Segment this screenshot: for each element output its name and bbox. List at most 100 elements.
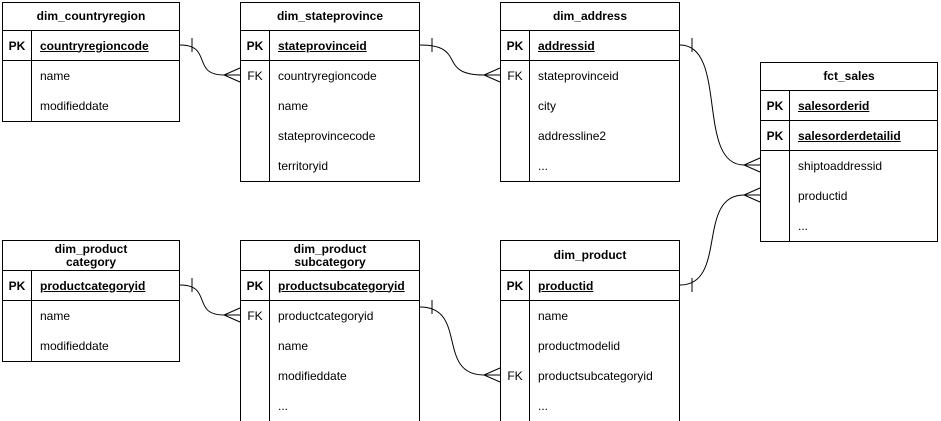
- key-badge: [241, 91, 270, 121]
- table-title: fct_sales: [761, 63, 937, 91]
- table-row: addressline2: [501, 121, 679, 151]
- field-name: salesorderdetailid: [798, 128, 901, 143]
- field-name: countryregioncode: [278, 69, 377, 83]
- key-badge: [501, 151, 530, 181]
- field-name: ...: [538, 399, 549, 413]
- field-name: productid: [538, 278, 594, 293]
- table-row: ...: [501, 151, 679, 181]
- table-row: PK addressid: [501, 31, 679, 61]
- many-marker: [482, 67, 501, 83]
- field-name: modifieddate: [40, 339, 109, 353]
- key-badge: [501, 91, 530, 121]
- field-name: shiptoaddressid: [798, 159, 883, 173]
- key-badge: [241, 391, 270, 421]
- table-row: PK productid: [501, 271, 679, 301]
- table-row: stateprovincecode: [241, 121, 419, 151]
- connector-line: [419, 44, 485, 76]
- connector-subcategory-to-product: [419, 300, 501, 383]
- table-row: productid: [761, 181, 937, 211]
- field-name: name: [538, 309, 569, 323]
- field-name: city: [538, 99, 556, 113]
- field-name: name: [278, 99, 309, 113]
- field-name: productid: [798, 189, 848, 203]
- key-badge: [3, 91, 32, 121]
- connector-line: [679, 44, 745, 166]
- key-badge: PK: [761, 121, 790, 150]
- many-marker: [742, 157, 761, 173]
- many-marker: [222, 67, 241, 83]
- table-row: ...: [761, 211, 937, 241]
- key-badge: [501, 121, 530, 151]
- field-name: productcategoryid: [278, 309, 374, 323]
- field-name: productcategoryid: [40, 278, 146, 293]
- field-name: productmodelid: [538, 339, 621, 353]
- field-name: productsubcategoryid: [538, 369, 653, 383]
- connector-category-to-subcategory: [179, 278, 241, 323]
- table-title: dim_countryregion: [3, 3, 179, 31]
- table-row: name: [241, 331, 419, 361]
- key-badge: [241, 331, 270, 361]
- key-badge: PK: [761, 91, 790, 120]
- table-row: ...: [241, 391, 419, 421]
- field-name: name: [278, 339, 309, 353]
- table-title: dim_stateprovince: [241, 3, 419, 31]
- key-badge: [3, 301, 32, 331]
- key-badge: [3, 61, 32, 91]
- table-row: PK salesorderdetailid: [761, 121, 937, 151]
- field-name: addressid: [538, 38, 595, 53]
- field-name: productsubcategoryid: [278, 278, 405, 293]
- table-title: dim_product subcategory: [241, 241, 419, 271]
- connector-line: [179, 44, 225, 76]
- key-badge: [241, 361, 270, 391]
- field-name: name: [40, 69, 71, 83]
- key-badge: PK: [3, 271, 32, 300]
- key-badge: FK: [501, 361, 530, 391]
- table-row: PK stateprovinceid: [241, 31, 419, 61]
- connector-product-to-sales: [679, 187, 761, 292]
- key-badge: PK: [241, 31, 270, 60]
- key-badge: PK: [501, 271, 530, 300]
- field-name: name: [40, 309, 71, 323]
- connector-line: [419, 306, 485, 376]
- many-marker: [222, 307, 241, 323]
- table-row: name: [3, 61, 179, 91]
- table-row: PK productcategoryid: [3, 271, 179, 301]
- many-marker: [742, 187, 761, 203]
- field-name: ...: [798, 219, 809, 233]
- many-marker: [482, 367, 501, 383]
- field-name: ...: [538, 159, 549, 173]
- table-row: name: [241, 91, 419, 121]
- key-badge: PK: [3, 31, 32, 60]
- key-badge: FK: [501, 61, 530, 91]
- field-name: addressline2: [538, 129, 607, 143]
- table-row: FK productsubcategoryid: [501, 361, 679, 391]
- key-badge: [3, 331, 32, 361]
- key-badge: PK: [501, 31, 530, 60]
- field-name: stateprovinceid: [278, 38, 367, 53]
- field-name: modifieddate: [278, 369, 347, 383]
- table-row: productmodelid: [501, 331, 679, 361]
- key-badge: [501, 331, 530, 361]
- key-badge: [241, 151, 270, 181]
- table-row: shiptoaddressid: [761, 151, 937, 181]
- table-row: modifieddate: [3, 331, 179, 361]
- key-badge: [761, 211, 790, 241]
- table-row: name: [501, 301, 679, 331]
- table-row: territoryid: [241, 151, 419, 181]
- connector-stateprovince-to-address: [419, 38, 501, 83]
- field-name: territoryid: [278, 159, 329, 173]
- table-row: modifieddate: [241, 361, 419, 391]
